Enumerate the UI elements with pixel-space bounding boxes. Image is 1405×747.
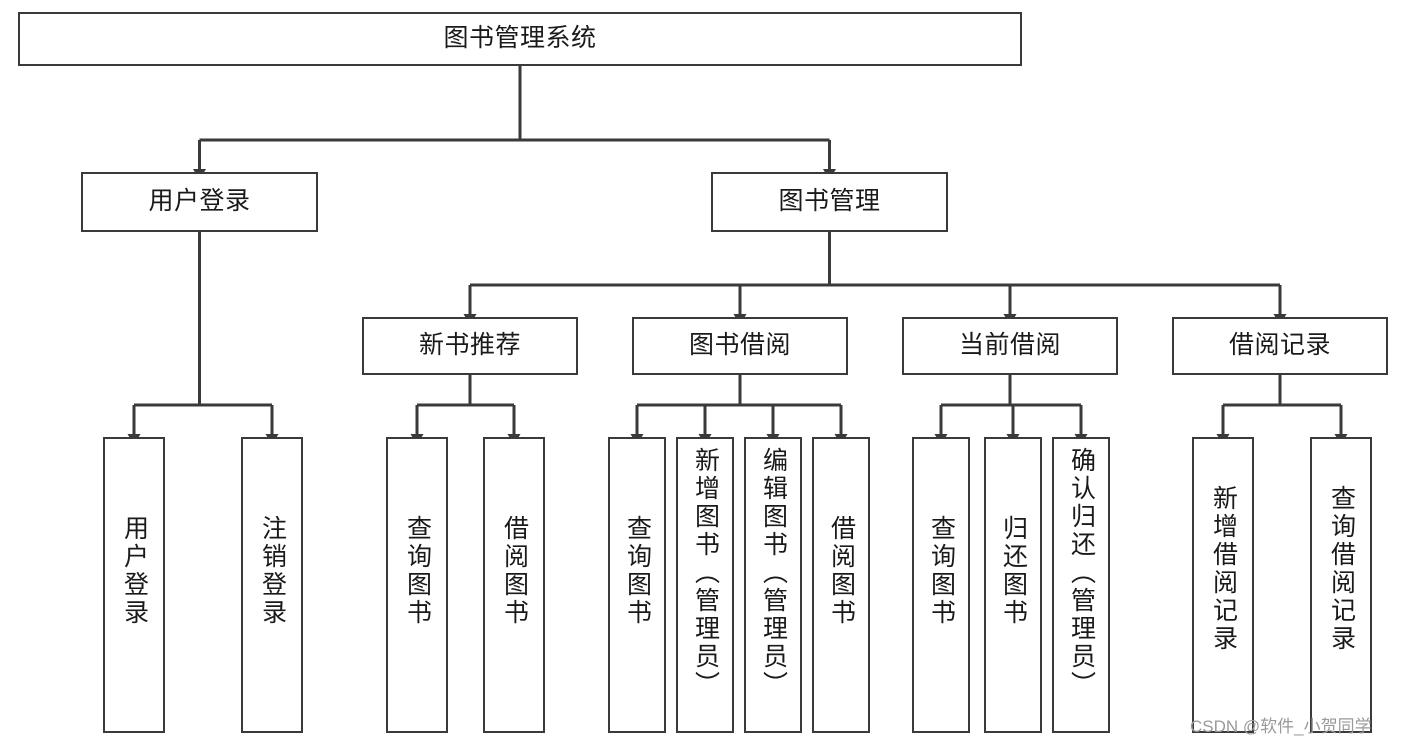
- node-label: 用户登录: [120, 515, 149, 627]
- node-label: 确认归还（管理员）: [1067, 447, 1096, 699]
- node-label: 查询图书: [623, 515, 652, 627]
- node-label: 归还图书: [999, 515, 1028, 627]
- node-label: 新增图书（管理员）: [691, 447, 720, 699]
- node-label: 图书管理系统: [443, 24, 597, 53]
- node-label: 用户登录: [148, 187, 251, 216]
- node-leaf-borrow-3[interactable]: 编辑图书（管理员）: [744, 437, 802, 733]
- node-label: 借阅图书: [500, 515, 529, 627]
- node-current[interactable]: 当前借阅: [902, 317, 1118, 375]
- watermark-text: CSDN @软件_小贺同学: [1190, 717, 1372, 736]
- edges-group: [127, 66, 1348, 445]
- node-leaf-cur-3[interactable]: 确认归还（管理员）: [1052, 437, 1110, 733]
- node-label: 查询图书: [403, 515, 432, 627]
- node-bookmgmt[interactable]: 图书管理: [711, 172, 948, 232]
- node-records[interactable]: 借阅记录: [1172, 317, 1388, 375]
- node-root[interactable]: 图书管理系统: [18, 12, 1022, 66]
- node-leaf-borrow-1[interactable]: 查询图书: [608, 437, 666, 733]
- node-label: 借阅图书: [827, 515, 856, 627]
- node-label: 查询图书: [927, 515, 956, 627]
- node-label: 图书借阅: [688, 331, 791, 360]
- node-leaf-rec-1[interactable]: 新增借阅记录: [1192, 437, 1254, 733]
- node-label: 图书管理: [778, 187, 881, 216]
- node-label: 借阅记录: [1228, 331, 1331, 360]
- node-borrow[interactable]: 图书借阅: [632, 317, 848, 375]
- node-leaf-cur-2[interactable]: 归还图书: [984, 437, 1042, 733]
- node-leaf-rec-2[interactable]: 查询借阅记录: [1310, 437, 1372, 733]
- node-label: 新书推荐: [418, 331, 521, 360]
- node-leaf-borrow-4[interactable]: 借阅图书: [812, 437, 870, 733]
- node-leaf-login-1[interactable]: 用户登录: [103, 437, 165, 733]
- node-label: 新增借阅记录: [1209, 485, 1238, 653]
- node-label: 编辑图书（管理员）: [759, 447, 788, 699]
- node-label: 查询借阅记录: [1327, 485, 1356, 653]
- node-newbook[interactable]: 新书推荐: [362, 317, 578, 375]
- node-leaf-borrow-2[interactable]: 新增图书（管理员）: [676, 437, 734, 733]
- node-leaf-cur-1[interactable]: 查询图书: [912, 437, 970, 733]
- node-label: 当前借阅: [958, 331, 1061, 360]
- node-login[interactable]: 用户登录: [81, 172, 318, 232]
- node-leaf-login-2[interactable]: 注销登录: [241, 437, 303, 733]
- node-leaf-new-1[interactable]: 查询图书: [386, 437, 448, 733]
- node-leaf-new-2[interactable]: 借阅图书: [483, 437, 545, 733]
- node-label: 注销登录: [258, 515, 287, 627]
